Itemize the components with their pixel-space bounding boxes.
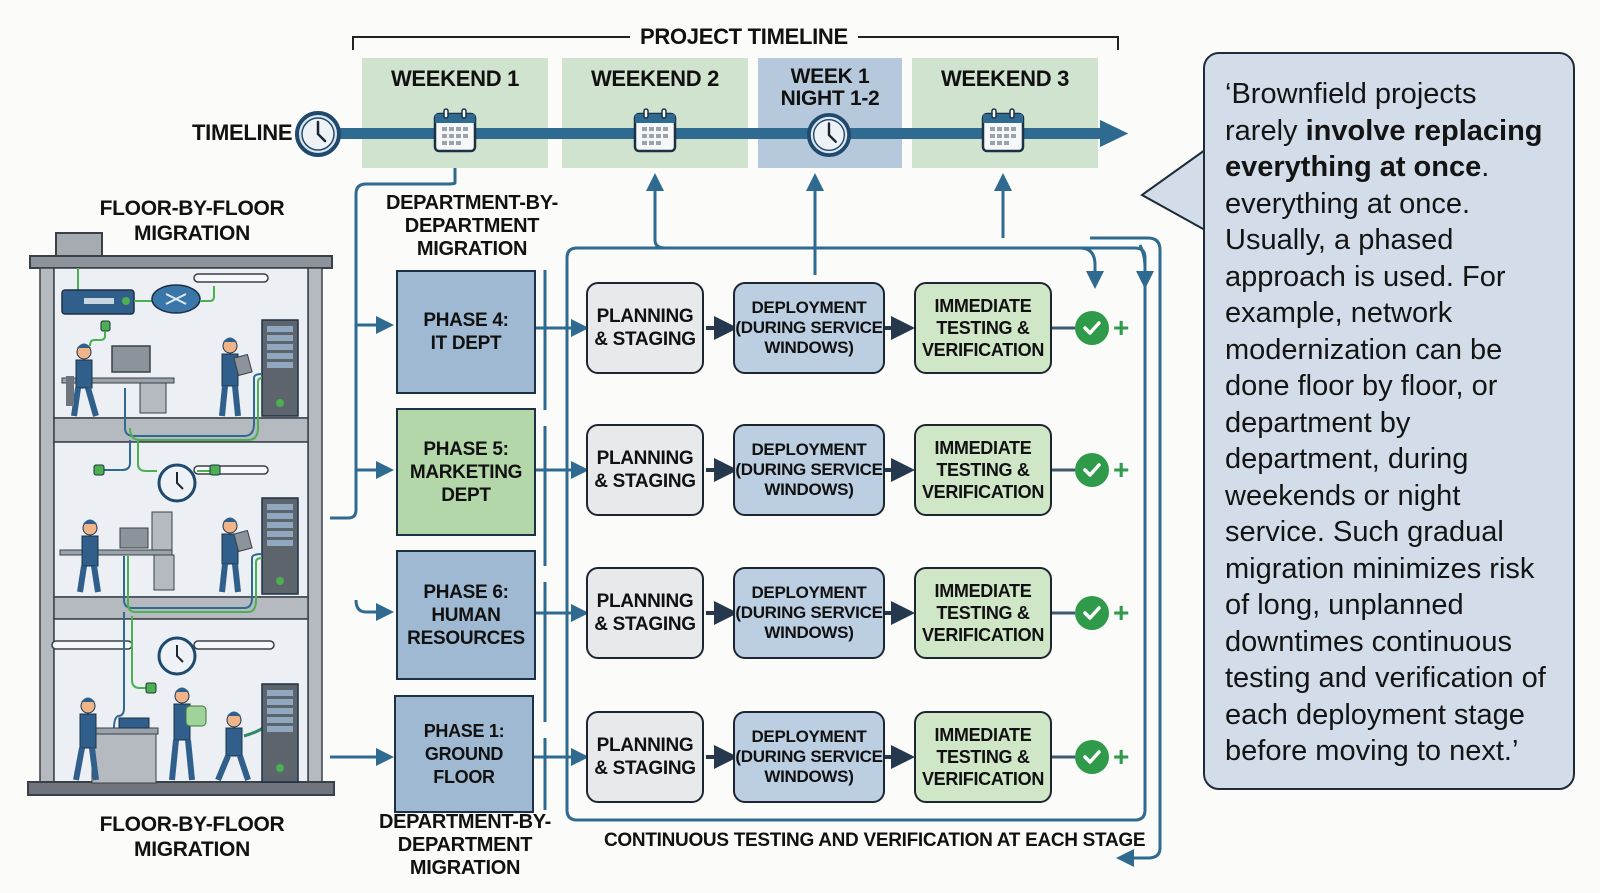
phase-5-marketing-dept[interactable]: PHASE 5: MARKETING DEPT bbox=[396, 408, 536, 536]
phase-6-human-resources[interactable]: PHASE 6: HUMAN RESOURCES bbox=[396, 550, 536, 680]
dept-migration-label-top: DEPARTMENT-BY- DEPARTMENT MIGRATION bbox=[385, 192, 559, 260]
floor-migration-label-top: FLOOR-BY-FLOOR MIGRATION bbox=[99, 197, 285, 245]
timeline-arrowhead bbox=[1100, 120, 1128, 147]
quote-callout: ‘Brownfield projects rarely involve repl… bbox=[1203, 52, 1575, 790]
timeline-title: PROJECT TIMELINE bbox=[630, 24, 858, 50]
row-arrows bbox=[525, 316, 1075, 769]
dept-migration-label-bottom: DEPARTMENT-BY- DEPARTMENT MIGRATION bbox=[378, 811, 552, 879]
technician-icon bbox=[219, 337, 253, 417]
phase-4-it-dept[interactable]: PHASE 4: IT DEPT bbox=[396, 270, 536, 394]
check-circle-icon bbox=[1075, 453, 1109, 487]
plus-icon: + bbox=[1113, 597, 1130, 628]
phase-1-ground-floor[interactable]: PHASE 1: GROUND FLOOR bbox=[394, 695, 534, 813]
steps-frame bbox=[565, 246, 1147, 822]
quote-text-open: ‘Brownfield projects rarely bbox=[1225, 78, 1477, 147]
step-planning-staging[interactable]: PLANNING& STAGING bbox=[586, 711, 704, 803]
plus-icon: + bbox=[1113, 454, 1130, 485]
calendar-icon bbox=[981, 108, 1025, 153]
clock-icon bbox=[295, 111, 341, 157]
quote-text-bold: involve replacing everything at once bbox=[1225, 114, 1543, 184]
building-illustration bbox=[27, 232, 335, 796]
check-circle-icon bbox=[1075, 596, 1109, 630]
step-planning-staging[interactable]: PLANNING& STAGING bbox=[586, 567, 704, 659]
check-circle-icon bbox=[1075, 311, 1109, 345]
technician-icon bbox=[215, 711, 267, 782]
step-planning-staging[interactable]: PLANNING& STAGING bbox=[586, 424, 704, 516]
step-planning-staging[interactable]: PLANNING& STAGING bbox=[586, 282, 704, 374]
floor-migration-label-bottom: FLOOR-BY-FLOOR MIGRATION bbox=[99, 813, 285, 861]
check-circle-icon bbox=[1075, 740, 1109, 774]
continuous-testing-caption: CONTINUOUS TESTING AND VERIFICATION AT E… bbox=[604, 830, 1146, 851]
quote-text-body: everything at once. Usually, a phased ap… bbox=[1225, 187, 1546, 768]
technician-icon bbox=[169, 687, 207, 781]
calendar-icon bbox=[633, 108, 677, 153]
timeline-label: TIMELINE bbox=[192, 120, 293, 145]
calendar-icon bbox=[433, 108, 477, 153]
plus-icon: + bbox=[1113, 741, 1130, 772]
technician-icon bbox=[77, 519, 101, 593]
technician-icon bbox=[73, 697, 99, 781]
technician-icon bbox=[219, 517, 253, 593]
clock-icon bbox=[806, 112, 852, 158]
link-weekend1-phases bbox=[330, 150, 457, 520]
plus-icon: + bbox=[1113, 312, 1130, 343]
quote-pointer bbox=[1140, 149, 1206, 231]
technician-icon bbox=[66, 343, 99, 417]
quote-text-period: . bbox=[1481, 151, 1490, 183]
